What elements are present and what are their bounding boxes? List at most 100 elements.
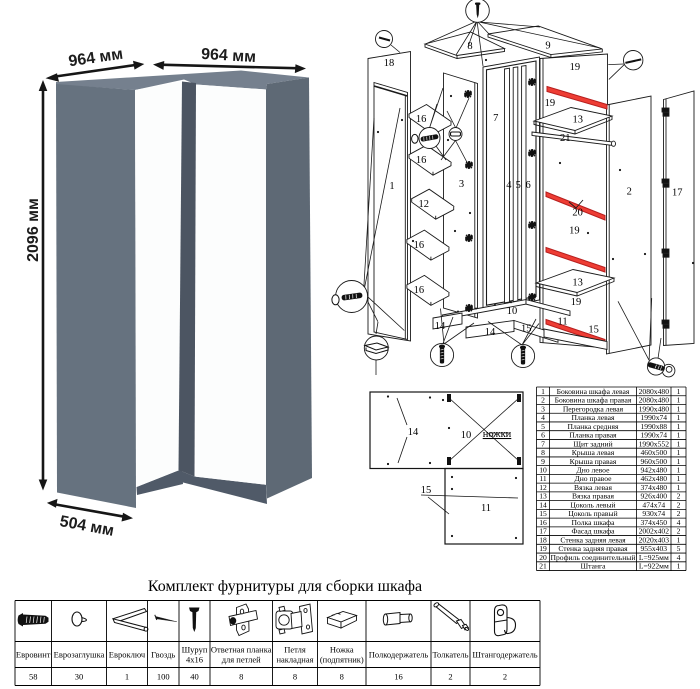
svg-text:1: 1 — [677, 535, 681, 544]
svg-text:13: 13 — [573, 115, 584, 126]
svg-text:17: 17 — [672, 188, 683, 199]
svg-text:2: 2 — [677, 492, 681, 501]
svg-text:Штангодержатель: Штангодержатель — [472, 650, 537, 660]
svg-text:Ножка: Ножка — [330, 645, 354, 655]
svg-text:19: 19 — [570, 62, 581, 73]
svg-text:1990x74: 1990x74 — [641, 431, 668, 440]
svg-text:Полкодержатель: Полкодержатель — [369, 650, 429, 660]
svg-text:955x403: 955x403 — [641, 544, 668, 553]
svg-text:Боковина шкафа левая: Боковина шкафа левая — [557, 387, 630, 396]
svg-text:16: 16 — [416, 155, 427, 166]
svg-text:18: 18 — [539, 535, 547, 544]
svg-text:16: 16 — [414, 285, 425, 296]
svg-text:942x480: 942x480 — [641, 466, 668, 475]
svg-text:8: 8 — [293, 672, 297, 682]
svg-text:2: 2 — [448, 672, 452, 682]
svg-text:1: 1 — [677, 439, 681, 448]
svg-text:11: 11 — [558, 317, 568, 328]
svg-text:7: 7 — [493, 113, 498, 124]
svg-text:1: 1 — [677, 474, 681, 483]
svg-text:1: 1 — [677, 431, 681, 440]
svg-text:4: 4 — [541, 413, 545, 422]
svg-text:Шуруп: Шуруп — [182, 645, 208, 655]
svg-text:10: 10 — [539, 466, 547, 475]
svg-text:8: 8 — [467, 41, 472, 52]
svg-text:Профиль соединительный: Профиль соединительный — [551, 553, 636, 562]
svg-text:Крыша правая: Крыша правая — [570, 457, 617, 466]
svg-text:1990x552: 1990x552 — [639, 439, 670, 448]
svg-text:Ответная планка: Ответная планка — [211, 645, 272, 655]
svg-text:1990x88: 1990x88 — [641, 422, 668, 431]
svg-text:14: 14 — [539, 500, 547, 509]
svg-text:7: 7 — [541, 439, 545, 448]
svg-text:374x450: 374x450 — [641, 518, 668, 527]
svg-text:12: 12 — [418, 199, 429, 210]
svg-text:930x74: 930x74 — [642, 509, 665, 518]
svg-text:Дно левое: Дно левое — [577, 466, 611, 475]
svg-text:2: 2 — [677, 509, 681, 518]
svg-text:1: 1 — [677, 457, 681, 466]
svg-text:Вязка правая: Вязка правая — [572, 492, 614, 501]
svg-text:9: 9 — [545, 41, 550, 52]
svg-text:16: 16 — [414, 240, 425, 251]
svg-text:17: 17 — [539, 527, 547, 536]
svg-text:1: 1 — [677, 387, 681, 396]
svg-text:Гвоздь: Гвоздь — [151, 650, 175, 660]
svg-text:Штанга: Штанга — [581, 562, 607, 571]
svg-text:18: 18 — [384, 58, 395, 69]
svg-text:Евроключ: Евроключ — [109, 650, 146, 660]
svg-text:Евровинт: Евровинт — [16, 650, 51, 660]
svg-text:Толкатель: Толкатель — [432, 650, 468, 660]
svg-text:1: 1 — [677, 448, 681, 457]
svg-text:1: 1 — [677, 483, 681, 492]
svg-text:21: 21 — [539, 562, 547, 571]
svg-text:Цоколь левый: Цоколь левый — [570, 500, 615, 509]
svg-text:1: 1 — [677, 466, 681, 475]
svg-text:15: 15 — [539, 509, 547, 518]
svg-text:964 мм: 964 мм — [201, 46, 257, 66]
svg-text:ножки: ножки — [483, 429, 512, 440]
svg-text:Комплект фурнитуры для сборки: Комплект фурнитуры для сборки шкафа — [148, 578, 422, 595]
svg-text:16: 16 — [416, 114, 427, 125]
svg-text:20: 20 — [572, 208, 583, 219]
svg-text:12: 12 — [539, 483, 547, 492]
svg-text:58: 58 — [29, 672, 38, 682]
svg-text:4: 4 — [677, 518, 681, 527]
svg-text:1: 1 — [389, 181, 394, 192]
svg-text:19: 19 — [569, 226, 580, 237]
svg-text:Вязка левая: Вязка левая — [574, 483, 612, 492]
svg-text:2: 2 — [677, 527, 681, 536]
svg-text:1990x480: 1990x480 — [639, 404, 670, 413]
svg-text:2: 2 — [677, 500, 681, 509]
svg-text:(подпятник): (подпятник) — [320, 655, 364, 665]
svg-text:L=925мм: L=925мм — [639, 553, 669, 562]
svg-text:5: 5 — [541, 422, 545, 431]
svg-text:926x400: 926x400 — [641, 492, 668, 501]
svg-text:9: 9 — [541, 457, 545, 466]
svg-text:30: 30 — [75, 672, 84, 682]
svg-text:16: 16 — [394, 672, 403, 682]
svg-text:14: 14 — [408, 427, 419, 438]
svg-text:14: 14 — [435, 321, 446, 332]
svg-text:Еврозаглушка: Еврозаглушка — [54, 650, 105, 660]
svg-text:11: 11 — [539, 474, 547, 483]
svg-text:10: 10 — [461, 430, 472, 441]
svg-text:13: 13 — [572, 278, 583, 289]
svg-text:15: 15 — [521, 324, 532, 335]
svg-text:21: 21 — [560, 133, 571, 144]
svg-text:2: 2 — [627, 187, 632, 198]
svg-text:20: 20 — [539, 553, 547, 562]
svg-text:14: 14 — [485, 327, 496, 338]
svg-text:40: 40 — [190, 672, 199, 682]
svg-text:8: 8 — [340, 672, 344, 682]
svg-text:16: 16 — [539, 518, 547, 527]
svg-text:960x500: 960x500 — [641, 457, 668, 466]
svg-text:Боковина шкафа правая: Боковина шкафа правая — [555, 396, 632, 405]
svg-text:1: 1 — [677, 562, 681, 571]
svg-text:накладная: накладная — [276, 655, 313, 665]
svg-text:4х16: 4х16 — [186, 655, 203, 665]
svg-text:15: 15 — [421, 485, 432, 496]
svg-text:Щит задний: Щит задний — [573, 439, 612, 448]
svg-text:2096 мм: 2096 мм — [25, 198, 42, 262]
svg-text:2002x402: 2002x402 — [639, 527, 670, 536]
